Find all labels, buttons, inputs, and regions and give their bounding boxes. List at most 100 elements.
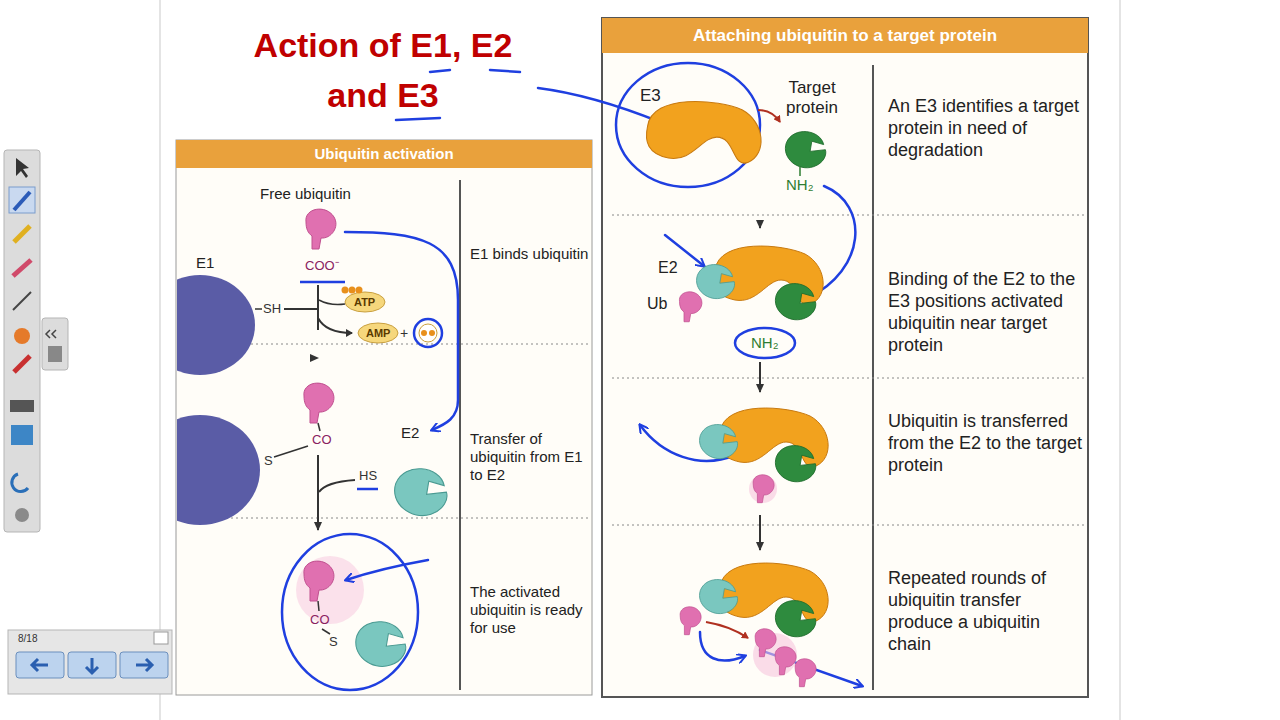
activation-illustration	[140, 209, 447, 666]
part-label: ATP	[354, 296, 375, 309]
toolbar-part	[9, 187, 35, 213]
step-row: An E3 identifies a target protein in nee…	[602, 54, 1088, 221]
attachment-illustration-part	[799, 167, 801, 176]
right-panel-frame-part	[612, 378, 1086, 379]
activation-illustration-part	[358, 323, 398, 343]
attachment-illustration-part	[680, 607, 701, 635]
left-panel-frame-part	[176, 140, 592, 168]
attachment-illustration	[646, 101, 828, 686]
toolbar-part	[12, 474, 28, 492]
toolbar-part	[14, 356, 30, 372]
part-label: E3	[640, 86, 661, 106]
attachment-illustration-part	[785, 132, 825, 168]
toolbar-part	[15, 508, 29, 522]
toolbar-part	[16, 158, 29, 178]
attachment-illustration-part	[775, 284, 815, 320]
activation-illustration-part	[356, 622, 406, 667]
nav-widget-part	[86, 658, 98, 673]
activation-illustration-part	[284, 285, 318, 330]
step-description: Repeated rounds of ubiquitin transfer pr…	[888, 567, 1083, 655]
part-label: 8/18	[18, 633, 37, 645]
step-arrow	[317, 505, 319, 530]
blue-annotations-part	[700, 632, 745, 661]
attachment-illustration-part	[775, 647, 796, 675]
toolbar-part	[14, 192, 30, 210]
part-label: HS	[359, 469, 377, 484]
nav-widget-part	[154, 632, 168, 644]
blue-annotations-part	[346, 560, 428, 580]
attachment-illustration-part	[706, 622, 748, 638]
step-arrow	[759, 362, 761, 392]
activation-illustration-part	[255, 308, 262, 310]
step-description: Transfer of ubiquitin from E1 to E2	[470, 430, 590, 484]
blue-annotations-part	[735, 328, 795, 358]
part-label: Ub	[647, 295, 667, 313]
slide-frame-part	[159, 0, 161, 720]
right-panel-frame-part	[602, 18, 1088, 53]
blue-annotations-part	[282, 534, 418, 690]
step-row: The activated ubiquitin is ready for use	[176, 530, 592, 692]
step-arrow	[759, 221, 761, 228]
step-description: Binding of the E2 to the E3 positions ac…	[888, 268, 1083, 356]
attachment-illustration-part	[775, 446, 815, 482]
right-panel-frame	[602, 18, 1088, 697]
activation-illustration-part	[357, 488, 378, 491]
activation-illustration-part	[319, 480, 355, 492]
attachment-illustration-part	[700, 425, 738, 459]
toolbar-part	[14, 226, 30, 242]
toolbar-part	[48, 346, 62, 362]
attachment-illustration-part	[679, 292, 702, 322]
step-row: Binding of the E2 to the E3 positions ac…	[602, 228, 1088, 362]
left-panel-frame	[176, 140, 592, 695]
part-label: Target protein	[777, 78, 847, 117]
right-panel-frame-part	[602, 18, 1088, 697]
activation-illustration-part	[304, 383, 334, 423]
toolbar-part	[14, 328, 30, 344]
attachment-illustration-part	[755, 629, 776, 657]
activation-illustration-part	[421, 330, 427, 336]
toolbar-part	[46, 330, 56, 338]
part-label: E2	[401, 424, 419, 441]
activation-illustration-part	[274, 446, 308, 457]
nav-widget-part	[8, 630, 172, 694]
step-description: An E3 identifies a target protein in nee…	[888, 95, 1083, 161]
activation-illustration-part	[419, 324, 437, 342]
left-panel-frame-part	[186, 518, 590, 519]
part-label: S	[329, 635, 338, 650]
nav-widget-part	[68, 652, 116, 678]
slide-frame-part	[1119, 0, 1121, 720]
part-label: +	[400, 325, 408, 341]
activation-illustration-part	[414, 319, 442, 347]
toolbar-part	[42, 318, 68, 370]
slide-title: Action of E1, E2 and E3	[223, 20, 543, 120]
part-label: E1	[196, 254, 214, 271]
toolbar-part	[10, 400, 34, 412]
activation-illustration-part	[296, 556, 364, 624]
step-description: E1 binds ubiquitin	[470, 245, 590, 263]
activation-illustration-part	[318, 318, 352, 333]
step-row: Repeated rounds of ubiquitin transfer pr…	[602, 550, 1088, 692]
activation-illustration-part	[318, 601, 319, 611]
activation-illustration-part	[306, 209, 336, 249]
panel: Attaching ubiquitin to a target proteinA…	[602, 18, 1088, 697]
activation-illustration-part	[318, 423, 320, 431]
activation-illustration-part	[319, 300, 345, 305]
attachment-illustration-part	[697, 265, 735, 299]
panel-heading: Ubiquitin activation	[176, 140, 592, 168]
activation-illustration-part-part	[177, 415, 260, 525]
activation-illustration-part	[429, 330, 435, 336]
activation-illustration-part	[395, 469, 447, 516]
activation-illustration-part	[177, 275, 260, 525]
panel: Ubiquitin activation E1 binds ubiquitinTr…	[176, 140, 592, 695]
activation-illustration-part	[356, 287, 363, 294]
toolbar-part	[13, 292, 31, 310]
nav-widget-part	[136, 659, 152, 671]
step-row: Transfer of ubiquitin from E1 to E2	[176, 358, 592, 505]
activation-illustration-part	[345, 292, 385, 312]
part-label: AMP	[366, 327, 390, 340]
attachment-illustration-part	[749, 475, 777, 503]
toolbar-part	[11, 425, 33, 445]
toolbar	[4, 150, 68, 532]
